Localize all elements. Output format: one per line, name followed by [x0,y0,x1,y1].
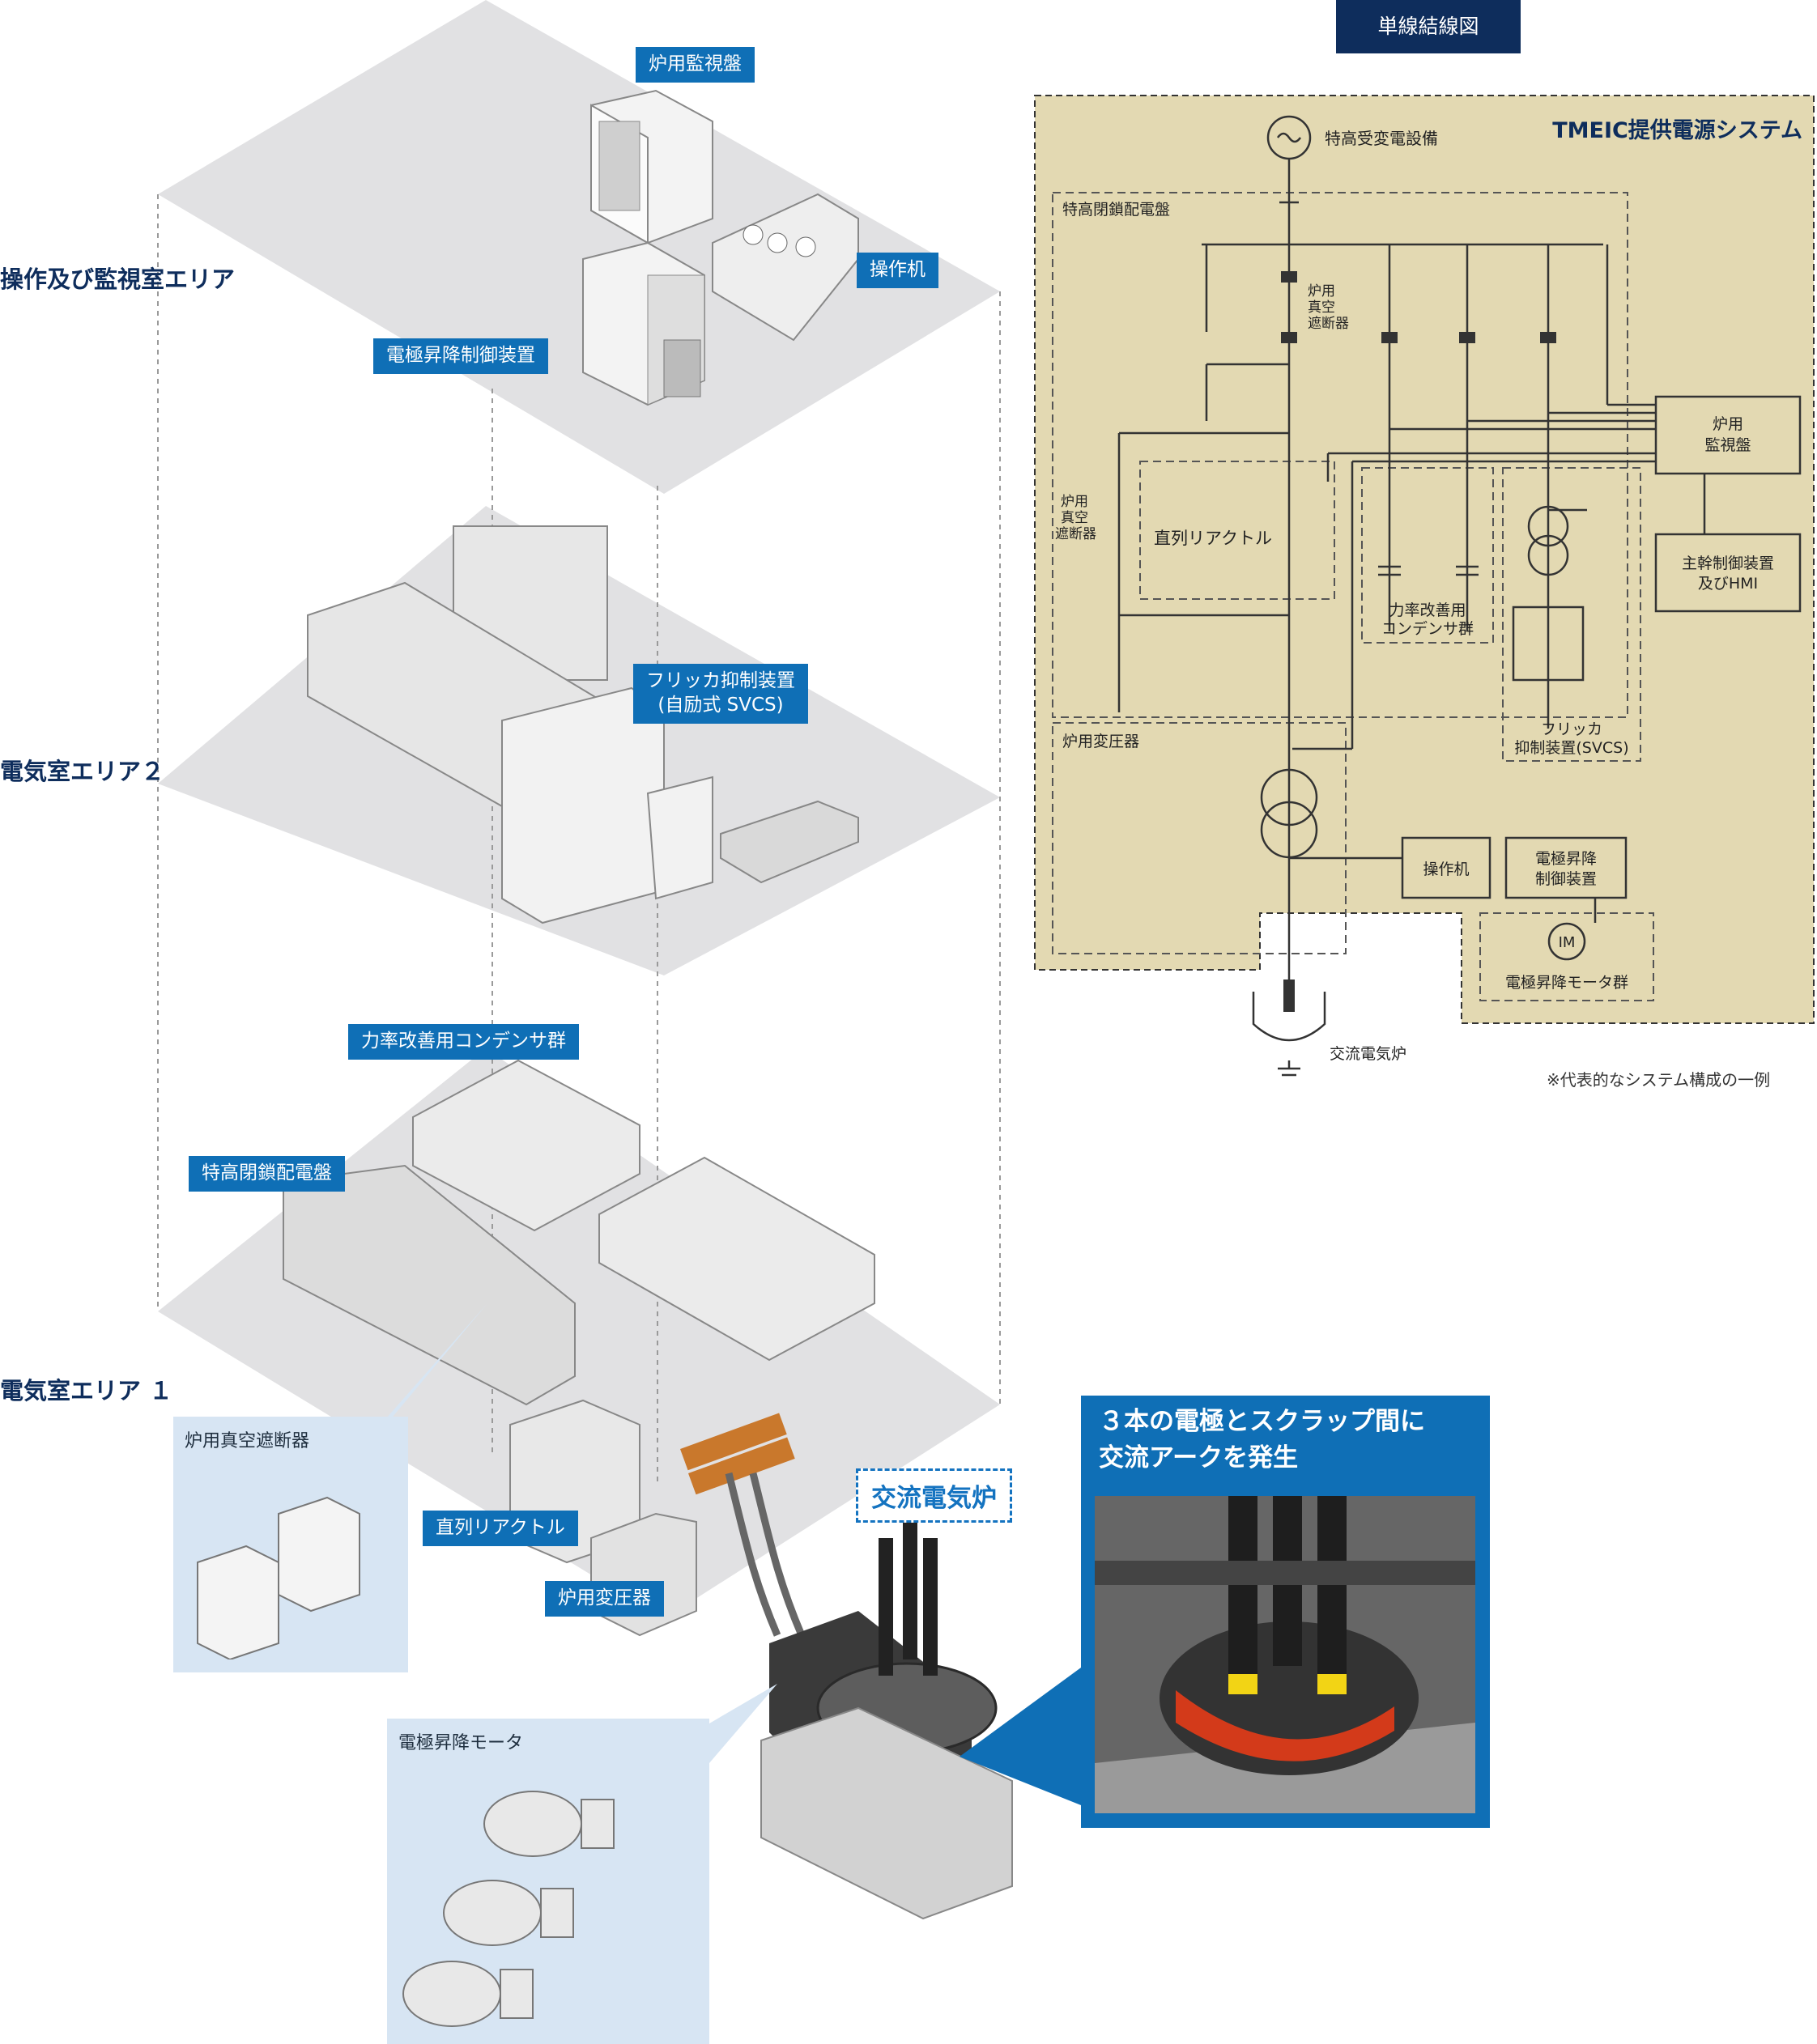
schematic-title: 単線結線図 [1336,0,1521,53]
electrode-control-cabinet [582,241,705,406]
tag-furnace-transformer: 炉用変圧器 [545,1581,664,1617]
inset-vacuum-breaker-label: 炉用真空遮断器 [185,1431,310,1451]
sch-motor-group: 電極昇降モータ群 [1505,974,1628,992]
inset-electrode-motor-label: 電極昇降モータ [398,1733,524,1753]
sch-flicker-1: フリッカ [1541,720,1602,738]
capacitor-bank-equipment [412,1059,875,1362]
area-title-electrical-1: 電気室エリア １ [0,1377,173,1404]
inset-vacuum-breaker: 炉用真空遮断器 [173,1417,408,1672]
sch-breaker-top-2: 真空 [1308,300,1335,316]
sch-operation-desk: 操作机 [1423,861,1469,878]
tag-electrode-control: 電極昇降制御装置 [373,338,548,374]
sch-breaker-left-1: 炉用 [1061,494,1088,510]
sch-transformer: 炉用変圧器 [1062,733,1139,750]
operation-desk-unit [712,193,859,342]
tag-operation-desk: 操作机 [857,253,938,288]
sch-master-2: 及びHMI [1698,575,1758,593]
ac-furnace-illustration [725,1472,1013,1920]
sch-series-reactor: 直列リアクトル [1154,529,1272,548]
sch-monitor-2: 監視盤 [1704,436,1751,454]
callout-line2: 交流アークを発生 [1099,1443,1299,1472]
vacuum-breaker-illustration [197,1496,360,1659]
busbars [680,1413,795,1495]
sch-breaker-left-2: 真空 [1061,510,1088,526]
tag-series-reactor: 直列リアクトル [423,1511,578,1546]
sch-electrode-ctrl-1: 電極昇降 [1535,850,1597,868]
inset-electrode-motor: 電極昇降モータ [387,1719,709,2044]
sch-breaker-top-3: 遮断器 [1308,316,1349,332]
sch-breaker-top-1: 炉用 [1308,283,1335,300]
monitor-panel-cabinet [590,89,713,244]
tag-flicker-suppression: フリッカ抑制装置 (自励式 SVCS) [633,664,808,724]
sch-switchgear: 特高閉鎖配電盤 [1062,201,1170,219]
callout-title: ３本の電極とスクラップ間に 交流アークを発生 [1099,1404,1425,1477]
sch-monitor-1: 炉用 [1713,415,1743,433]
switchgear-equipment [283,1164,576,1406]
sch-flicker-2: 抑制装置(SVCS) [1514,739,1628,757]
area-title-control-room: 操作及び監視室エリア [0,266,236,293]
tag-furnace-monitor-panel: 炉用監視盤 [636,47,755,83]
callout-line1: ３本の電極とスクラップ間に [1099,1407,1425,1436]
sch-electrode-ctrl-2: 制御装置 [1535,870,1597,888]
tag-flicker-line1: フリッカ抑制装置 [646,670,795,691]
floor-control-room [158,0,1000,494]
sch-capacitor-1: 力率改善用 [1389,601,1466,619]
furnace-cutaway-illustration [1095,1496,1475,1813]
sch-system-name: TMEIC提供電源システム [1552,118,1802,143]
tag-capacitor-bank: 力率改善用コンデンサ群 [348,1024,579,1060]
sch-breaker-left-3: 遮断器 [1055,526,1096,542]
sch-receiving: 特高受変電設備 [1325,129,1438,148]
area-title-electrical-2: 電気室エリア２ [0,758,165,785]
flicker-suppression-equipment [307,525,859,924]
callout-pointer [960,1668,1081,1805]
sch-motor-symbol: IM [1559,934,1576,951]
inset-connector-breaker [372,1303,487,1441]
tag-ac-furnace: 交流電気炉 [856,1468,1012,1523]
tag-flicker-line2: (自励式 SVCS) [657,694,784,716]
sch-master-1: 主幹制御装置 [1682,555,1774,572]
tag-switchgear: 特高閉鎖配電盤 [189,1156,345,1192]
sch-ac-furnace: 交流電気炉 [1330,1045,1406,1063]
schematic-note: ※代表的なシステム構成の一例 [1547,1070,1771,1090]
sch-capacitor-2: コンデンサ群 [1381,620,1474,638]
electrode-motor-illustration [402,1791,615,2027]
callout-arc: ３本の電極とスクラップ間に 交流アークを発生 [1081,1396,1490,1828]
